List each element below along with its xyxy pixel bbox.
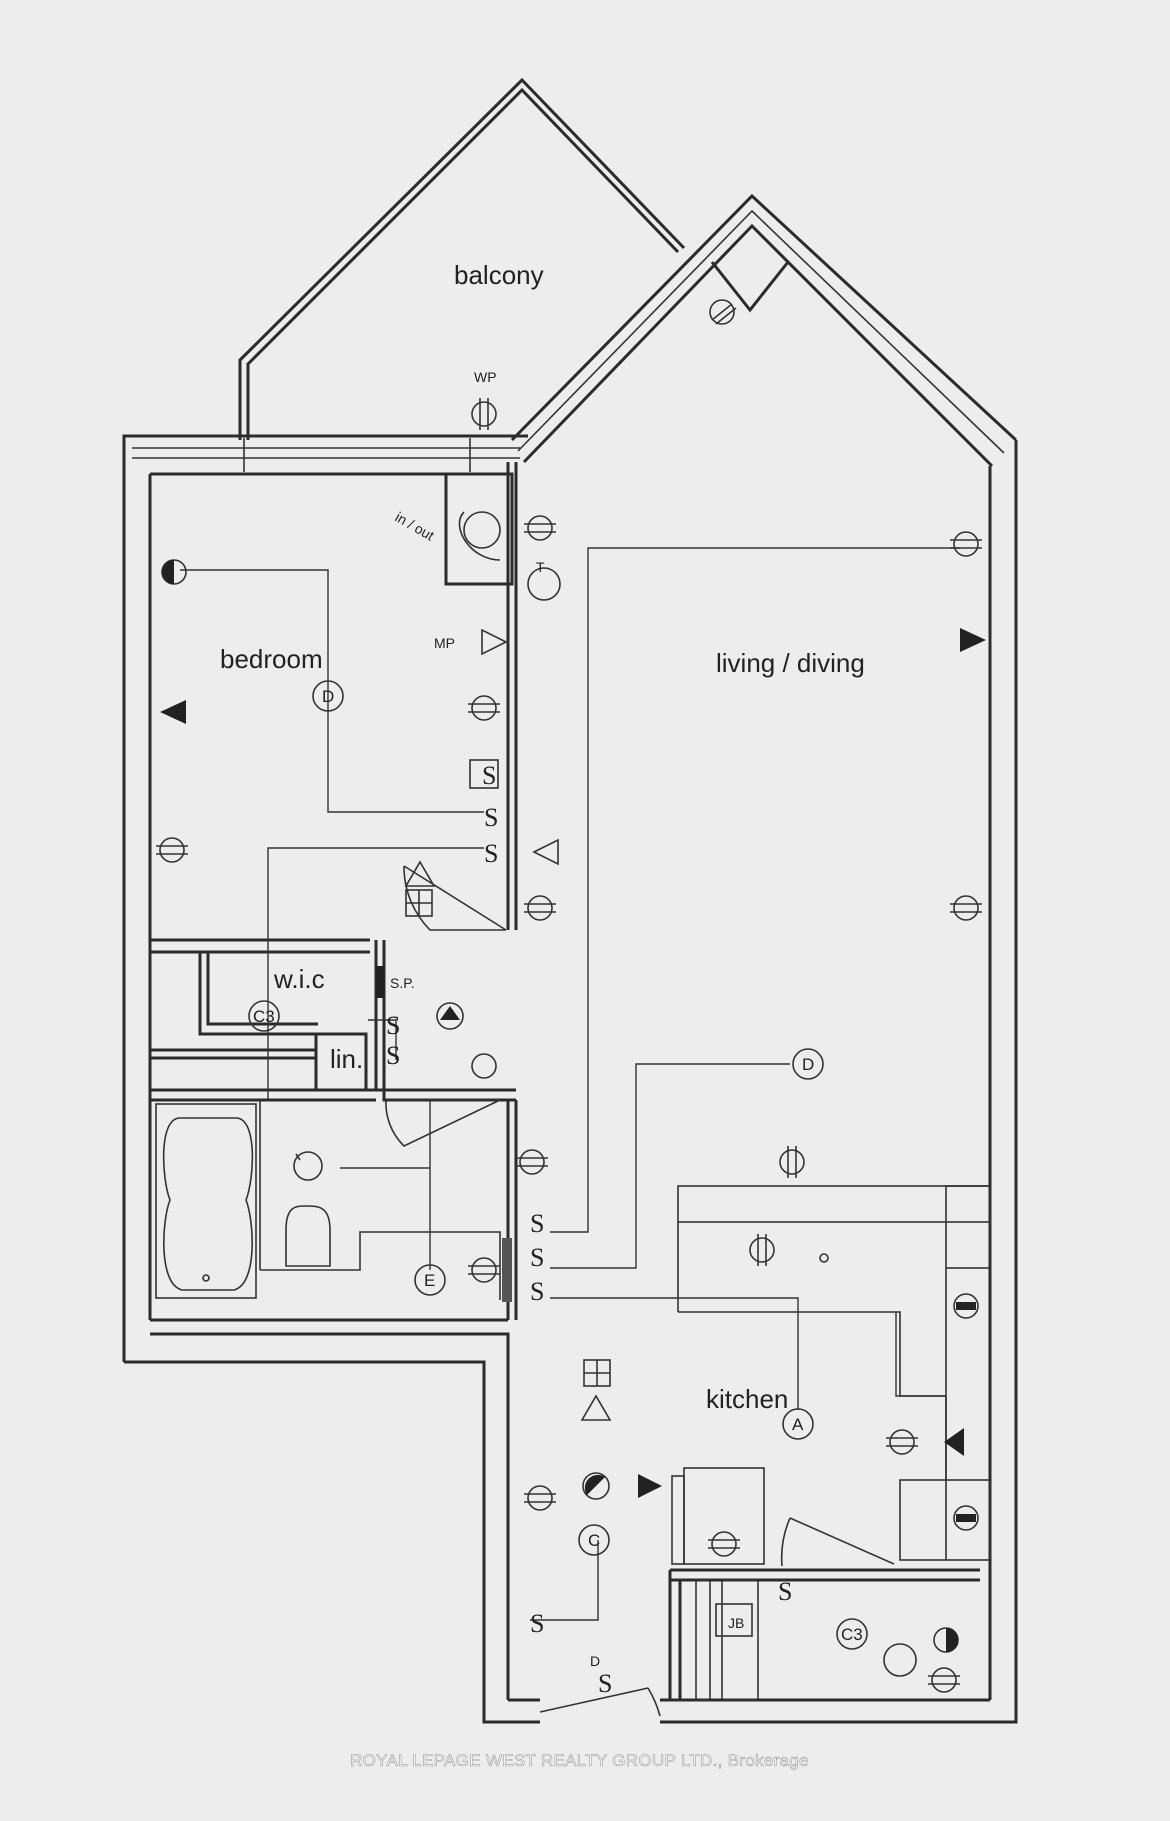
svg-text:S: S (484, 839, 498, 868)
wp-label: WP (474, 369, 497, 385)
room-label-wic: w.i.c (273, 964, 325, 994)
jb-label: JB (728, 1615, 744, 1631)
entry-door (539, 1687, 661, 1717)
svg-text:S: S (530, 1609, 544, 1638)
svg-text:S: S (386, 1011, 400, 1040)
kitchen-counter (677, 1185, 991, 1561)
brokerage-watermark: ROYAL LEPAGE WEST REALTY GROUP LTD., Bro… (350, 1751, 809, 1770)
balcony-outline (238, 77, 686, 440)
laundry-door (780, 1517, 895, 1567)
svg-text:C3: C3 (841, 1625, 863, 1644)
outlet-icon (156, 299, 982, 1693)
bathroom-door (385, 1099, 501, 1147)
svg-text:S: S (386, 1041, 400, 1070)
handwritten-note: in / out (393, 509, 437, 544)
mechanical-unit (458, 511, 561, 601)
circuit-marker: D D C3 E A C C3 (248, 680, 917, 1677)
data-outlet-icon (160, 628, 986, 1498)
svg-text:D: D (322, 687, 334, 706)
svg-text:S: S (530, 1243, 544, 1272)
sp-label: S.P. (390, 975, 415, 991)
svg-text:A: A (792, 1415, 804, 1434)
toilet (285, 1151, 331, 1267)
laundry-closet (668, 1568, 980, 1701)
svg-text:C: C (588, 1531, 600, 1550)
interior-walls (150, 462, 518, 1320)
room-label-bedroom: bedroom (220, 644, 323, 674)
mp-label: MP (434, 635, 455, 651)
exterior-walls (122, 193, 1018, 1724)
wiring (180, 547, 960, 1621)
svg-text:S: S (482, 761, 496, 790)
room-label-linen: lin. (330, 1044, 363, 1074)
svg-text:S: S (530, 1209, 544, 1238)
switch-marker: S S S S S S S S S S S (386, 761, 792, 1698)
svg-text:S: S (598, 1669, 612, 1698)
room-label-kitchen: kitchen (706, 1384, 788, 1414)
svg-text:S: S (484, 803, 498, 832)
svg-text:S: S (778, 1577, 792, 1606)
kitchen-island (671, 1467, 765, 1565)
room-label-living: living / diving (716, 648, 865, 678)
room-label-balcony: balcony (454, 260, 544, 290)
thermostat-label: T (536, 559, 545, 575)
svg-text:C3: C3 (253, 1007, 275, 1026)
junction-box-icon (376, 759, 753, 1637)
svg-text:S: S (530, 1277, 544, 1306)
bedroom-door (403, 865, 507, 931)
door-d-label: D (590, 1653, 600, 1669)
svg-text:E: E (424, 1271, 435, 1290)
bathtub (155, 1103, 257, 1299)
svg-text:D: D (802, 1055, 814, 1074)
ceiling-light-icon (161, 559, 979, 1653)
